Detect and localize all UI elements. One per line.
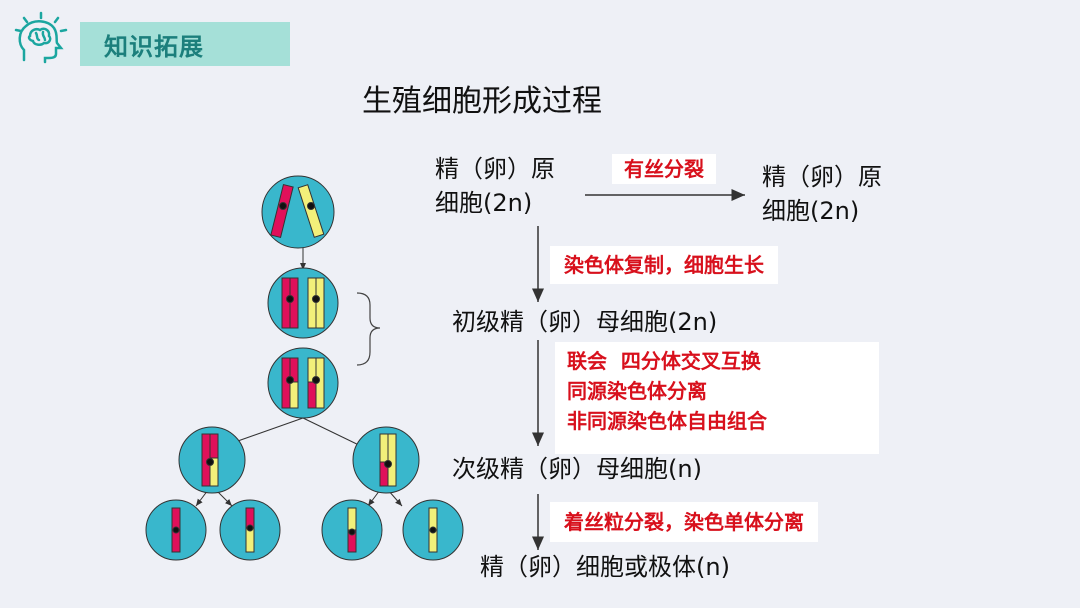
stage-primordial-left-line1: 精（卵）原 [435,155,555,183]
brain-head-icon [12,10,70,68]
stage-primordial-left: 精（卵）原 细胞(2n) [435,152,555,220]
note-meiosis2: 着丝粒分裂，染色单体分离 [550,502,818,542]
cell-secondary-left [178,426,246,494]
stage-final: 精（卵）细胞或极体(n) [480,553,730,581]
stage-primordial-right-line2: 细胞(2n) [762,197,860,225]
stage-primordial-right: 精（卵）原 细胞(2n) [762,160,882,228]
stage-primary: 初级精（卵）母细胞(2n) [452,308,718,336]
page-title: 生殖细胞形成过程 [362,84,602,119]
cell-primordial [261,175,335,249]
note-meiosis1-line1: 联会 四分体交叉互换 [567,349,761,373]
cell-gamete-4 [402,499,464,561]
cell-secondary-right [352,426,420,494]
cell-gamete-2 [219,499,281,561]
note-meiosis1: 联会 四分体交叉互换 同源染色体分离 非同源染色体自由组合 [555,342,879,454]
note-replication: 染色体复制，细胞生长 [550,246,778,284]
stage-primordial-right-line1: 精（卵）原 [762,163,882,191]
meiosis1-brace [356,292,381,366]
cell-primary-replicated [267,267,339,339]
stage-primordial-left-line2: 细胞(2n) [435,189,533,217]
note-mitosis: 有丝分裂 [612,154,716,184]
stage-secondary: 次级精（卵）母细胞(n) [452,455,702,483]
section-badge: 知识拓展 [80,22,290,66]
cell-gamete-3 [321,499,383,561]
note-meiosis1-line2: 同源染色体分离 [567,379,707,403]
note-meiosis1-line3: 非同源染色体自由组合 [567,409,767,433]
cell-division-diagram [145,175,464,561]
cell-primary-crossover [267,347,339,419]
cell-gamete-1 [145,499,207,561]
